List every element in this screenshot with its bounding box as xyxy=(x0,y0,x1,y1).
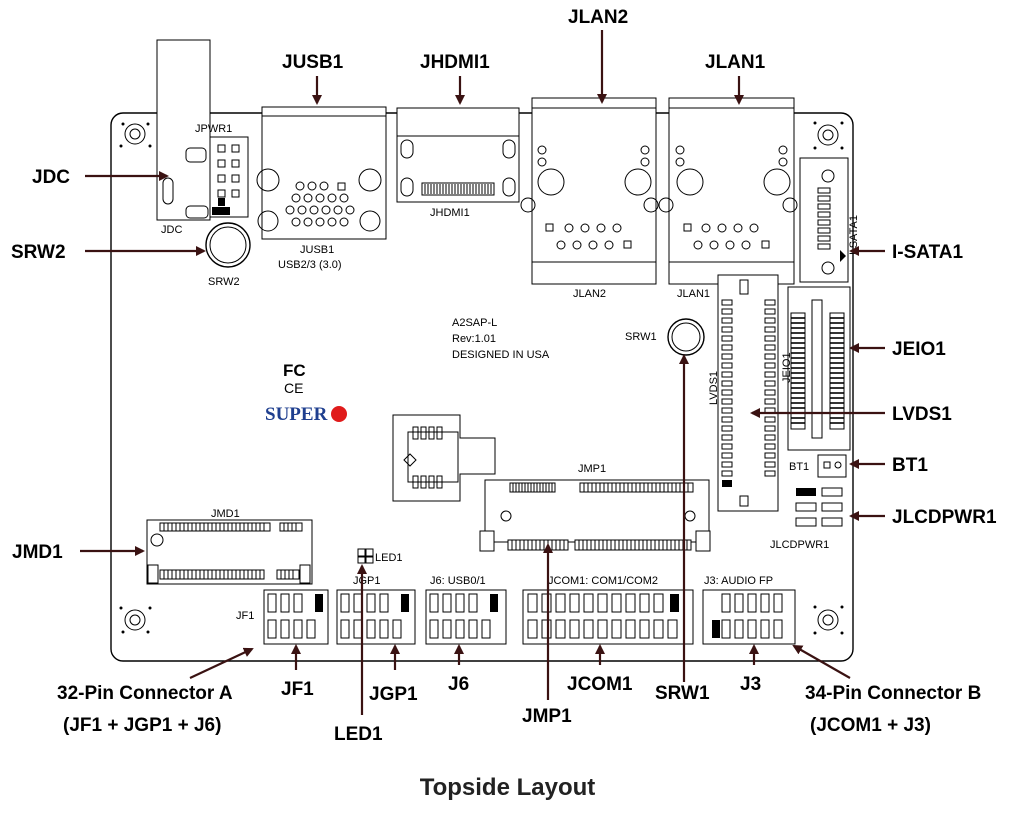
chip-outline xyxy=(392,414,496,502)
silk-model: A2SAP-L xyxy=(452,317,497,329)
silk-jgp1: JGP1 xyxy=(353,575,381,587)
silk-jhdmi1: JHDMI1 xyxy=(430,207,470,219)
lvds1-connector xyxy=(717,274,779,512)
jlan1-connector xyxy=(658,97,798,285)
silk-jlcdpwr1: JLCDPWR1 xyxy=(770,539,829,551)
super-logo-text: SUPER xyxy=(265,404,328,425)
callout-jcom1: JCOM1 xyxy=(567,674,633,695)
silk-lvds1: LVDS1 xyxy=(708,371,720,405)
callout-conn-a-sub: (JF1 + JGP1 + J6) xyxy=(63,715,221,736)
jmd1-slot xyxy=(146,519,313,585)
silk-srw1: SRW1 xyxy=(625,331,657,343)
j3-header xyxy=(702,589,796,645)
fc-mark: FC xyxy=(283,361,306,380)
super-logo-dot xyxy=(331,406,347,422)
callout-jgp1: JGP1 xyxy=(369,684,418,705)
silk-j3: J3: AUDIO FP xyxy=(704,575,773,587)
super-logo: SUPER xyxy=(265,404,347,425)
silk-jdc: JDC xyxy=(161,224,182,236)
silk-designed: DESIGNED IN USA xyxy=(452,349,550,361)
silk-rev: Rev:1.01 xyxy=(452,333,496,345)
silk-jlan1: JLAN1 xyxy=(677,288,710,300)
isata1-connector xyxy=(799,157,849,283)
callout-bt1: BT1 xyxy=(892,455,928,476)
callout-conn-b-sub: (JCOM1 + J3) xyxy=(810,715,931,736)
silk-jusb1-sub: USB2/3 (3.0) xyxy=(278,259,342,271)
callout-jf1: JF1 xyxy=(281,679,314,700)
silk-jmp1: JMP1 xyxy=(578,463,606,475)
jmp1-slot xyxy=(479,479,711,552)
silk-j6: J6: USB0/1 xyxy=(430,575,486,587)
mounting-hole-bottom-right xyxy=(813,605,844,635)
jeio1-connector xyxy=(787,286,851,451)
callout-jeio1: JEIO1 xyxy=(892,339,946,360)
j6-header xyxy=(425,589,507,645)
callout-jmd1: JMD1 xyxy=(12,542,63,563)
bt1-header xyxy=(817,454,847,478)
callout-jdc: JDC xyxy=(32,167,70,188)
silk-srw2: SRW2 xyxy=(208,276,240,288)
callout-srw1: SRW1 xyxy=(655,683,710,704)
callout-jmp1: JMP1 xyxy=(522,706,572,727)
callout-led1: LED1 xyxy=(334,724,383,745)
mounting-hole-top-left xyxy=(119,122,152,148)
callout-isata1: I-SATA1 xyxy=(892,242,964,263)
callout-conn-a: 32-Pin Connector A xyxy=(57,683,233,704)
jf1-header xyxy=(263,589,329,645)
figure-caption: Topside Layout xyxy=(419,774,596,801)
jdc-jack xyxy=(156,39,211,221)
arrow-conn-b xyxy=(792,645,851,679)
silk-jeio1: JEIO1 xyxy=(781,352,793,383)
jcom1-header xyxy=(522,589,694,645)
callout-jlan1: JLAN1 xyxy=(705,52,766,73)
jpwr1-header xyxy=(209,136,249,218)
arrow-conn-a xyxy=(189,647,254,679)
jusb1-connector xyxy=(256,106,387,240)
silk-jf1: JF1 xyxy=(236,610,254,622)
jlan2-connector xyxy=(520,97,659,285)
callout-lvds1: LVDS1 xyxy=(892,404,952,425)
silk-bt1: BT1 xyxy=(789,461,809,473)
silk-jlan2: JLAN2 xyxy=(573,288,606,300)
silk-jpwr1: JPWR1 xyxy=(195,123,232,135)
srw1-standoff xyxy=(667,318,705,356)
callout-conn-b: 34-Pin Connector B xyxy=(805,683,981,704)
callout-srw2: SRW2 xyxy=(11,242,66,263)
callout-jlcdpwr1: JLCDPWR1 xyxy=(892,507,997,528)
mounting-hole-top-right xyxy=(813,121,844,150)
silk-jcom1: JCOM1: COM1/COM2 xyxy=(548,575,658,587)
board-diagram: FC CE SUPER JPWR1 JDC SRW2 JUSB1 USB2/3 … xyxy=(11,7,997,745)
jhdmi1-connector xyxy=(396,107,520,203)
ce-mark: CE xyxy=(284,380,303,396)
mounting-hole-bottom-left xyxy=(119,606,152,634)
led1-indicator xyxy=(357,548,374,564)
callout-j6: J6 xyxy=(448,674,469,695)
callout-jhdmi1: JHDMI1 xyxy=(420,52,490,73)
jlcdpwr1-header xyxy=(795,487,843,527)
callout-jusb1: JUSB1 xyxy=(282,52,344,73)
jgp1-header xyxy=(336,589,416,645)
silk-led1: LED1 xyxy=(375,552,403,564)
silk-isata1: I-SATA1 xyxy=(848,215,860,255)
callout-j3: J3 xyxy=(740,674,761,695)
silk-jmd1: JMD1 xyxy=(211,508,240,520)
srw2-standoff xyxy=(205,222,251,268)
callout-arrows xyxy=(80,30,885,715)
callout-jlan2: JLAN2 xyxy=(568,7,628,28)
silk-jusb1: JUSB1 xyxy=(300,244,334,256)
